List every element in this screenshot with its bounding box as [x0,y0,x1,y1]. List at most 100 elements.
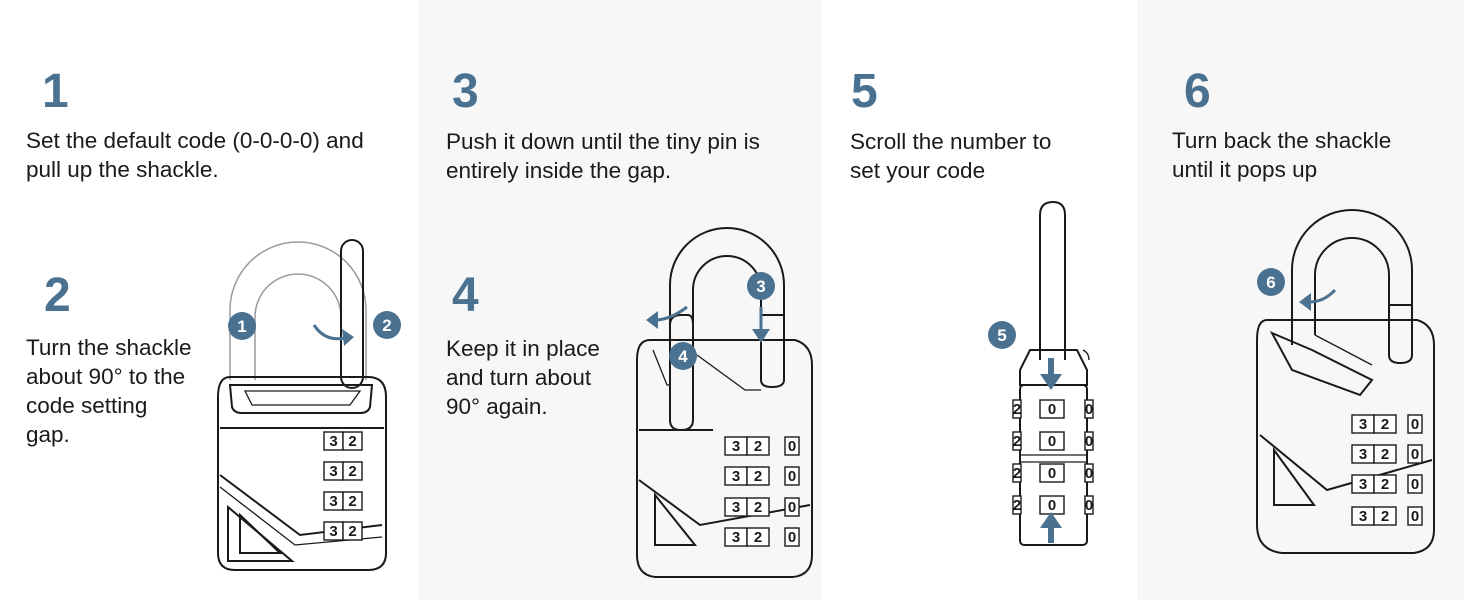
scroll-up-arrow-head [1040,512,1062,528]
lock-top-slot-inner [243,390,362,406]
shackle-back-leg [760,314,785,389]
svg-text:2: 2 [382,316,391,335]
dial-wheel[interactable]: 2 [1012,431,1022,451]
body-facet-line [1259,434,1433,492]
rotate-arrow-head [342,329,354,346]
dial-digit: 3 [329,433,337,450]
step-6-line-2: until it pops up [1172,157,1318,182]
dial-digit: 2 [754,468,762,485]
svg-text:5: 5 [997,326,1006,345]
dial-digit: 0 [1411,446,1419,463]
dial-digit: 0 [1411,508,1419,525]
dial-digit: 2 [1013,497,1021,514]
body-triangle-outline [227,504,295,562]
dial-digit: 2 [754,499,762,516]
body-triangle-cutout [1273,446,1316,506]
dial-digit: 2 [1013,401,1021,418]
dial-wheel[interactable]: 0 [1407,444,1423,464]
dial-digit: 2 [1013,465,1021,482]
dial-wheel[interactable]: 0 [1084,463,1094,483]
dial-wheel[interactable]: 0 [784,436,800,456]
step-4-line-1: Keep it in place [446,336,600,361]
dial-wheel[interactable]: 0 [1039,463,1065,483]
step-6-text: Turn back the shackle until it pops up [1172,126,1391,184]
dial-wheel[interactable]: 0 [1039,399,1065,419]
badge-4: 4 [669,342,697,370]
dial-digit: 2 [1381,476,1389,493]
dial-digit: 0 [1048,497,1056,514]
slot-edge [1314,334,1373,366]
dial-wheel[interactable]: 0 [784,527,800,547]
push-down-arrow-head [752,329,770,343]
step-panel-6 [1137,0,1464,600]
dial-wheel[interactable]: 0 [1407,474,1423,494]
dial-digit: 2 [348,493,356,510]
dial-wheel[interactable]: 0 [1407,414,1423,434]
dial-wheel[interactable]: 2 [1012,463,1022,483]
dial-digit: 0 [788,468,796,485]
dial-digit: 3 [329,493,337,510]
dial-digit: 2 [348,463,356,480]
lock-body [636,339,813,578]
rotate-arrow [312,324,346,341]
step-6-number: 6 [1184,65,1211,118]
step-4-number: 4 [452,269,479,322]
dial-wheel[interactable]: 0 [784,466,800,486]
dial-digit: 0 [1048,465,1056,482]
dial-digit: 0 [1085,497,1093,514]
scroll-down-arrow-head [1040,374,1062,390]
dial-digit: 2 [1381,508,1389,525]
step-3-number: 3 [452,65,479,118]
step-1-number: 1 [42,65,69,118]
ghost-shackle-outer [229,241,367,380]
step-3-text: Push it down until the tiny pin is entir… [446,127,760,185]
dial-digit: 3 [1359,446,1367,463]
step-1-line-2: pull up the shackle. [26,157,219,182]
dial-digit: 2 [754,438,762,455]
dial-digit: 2 [1381,446,1389,463]
dial-digit: 2 [348,523,356,540]
dial-wheel[interactable]: 0 [1407,506,1423,526]
turn-back-arrow [1308,288,1337,304]
step-1-text: Set the default code (0-0-0-0) and pull … [26,126,364,184]
dial-digit: 2 [348,433,356,450]
step-1-line-1: Set the default code (0-0-0-0) and [26,128,364,153]
lock-top-slot [228,384,374,414]
dial-wheel[interactable]: 0 [1039,495,1065,515]
dial-wheel[interactable]: 0 [784,497,800,517]
dial-wheel[interactable]: 0 [1039,431,1065,451]
step-5-line-1: Scroll the number to [850,129,1052,154]
dial-wheel[interactable]: 0 [1084,495,1094,515]
step-4-text: Keep it in place and turn about 90° agai… [446,334,600,421]
dial-wheel[interactable]: 0 [1084,399,1094,419]
dial-digit: 2 [754,529,762,546]
dial-digit: 3 [732,529,740,546]
dial-wheel[interactable]: 2 [1012,399,1022,419]
badge-2: 2 [373,311,401,339]
dial-digit: 3 [1359,416,1367,433]
slot-edge-2 [696,354,761,391]
step-2-text: Turn the shackle about 90° to the code s… [26,333,192,449]
dial-wheel[interactable]: 0 [1084,431,1094,451]
slot-edge [652,349,670,386]
dial-wheel[interactable]: 2 [1012,495,1022,515]
step-3-line-2: entirely inside the gap. [446,158,672,183]
turn-arrow-head [646,311,658,329]
dial-digit: 0 [788,438,796,455]
